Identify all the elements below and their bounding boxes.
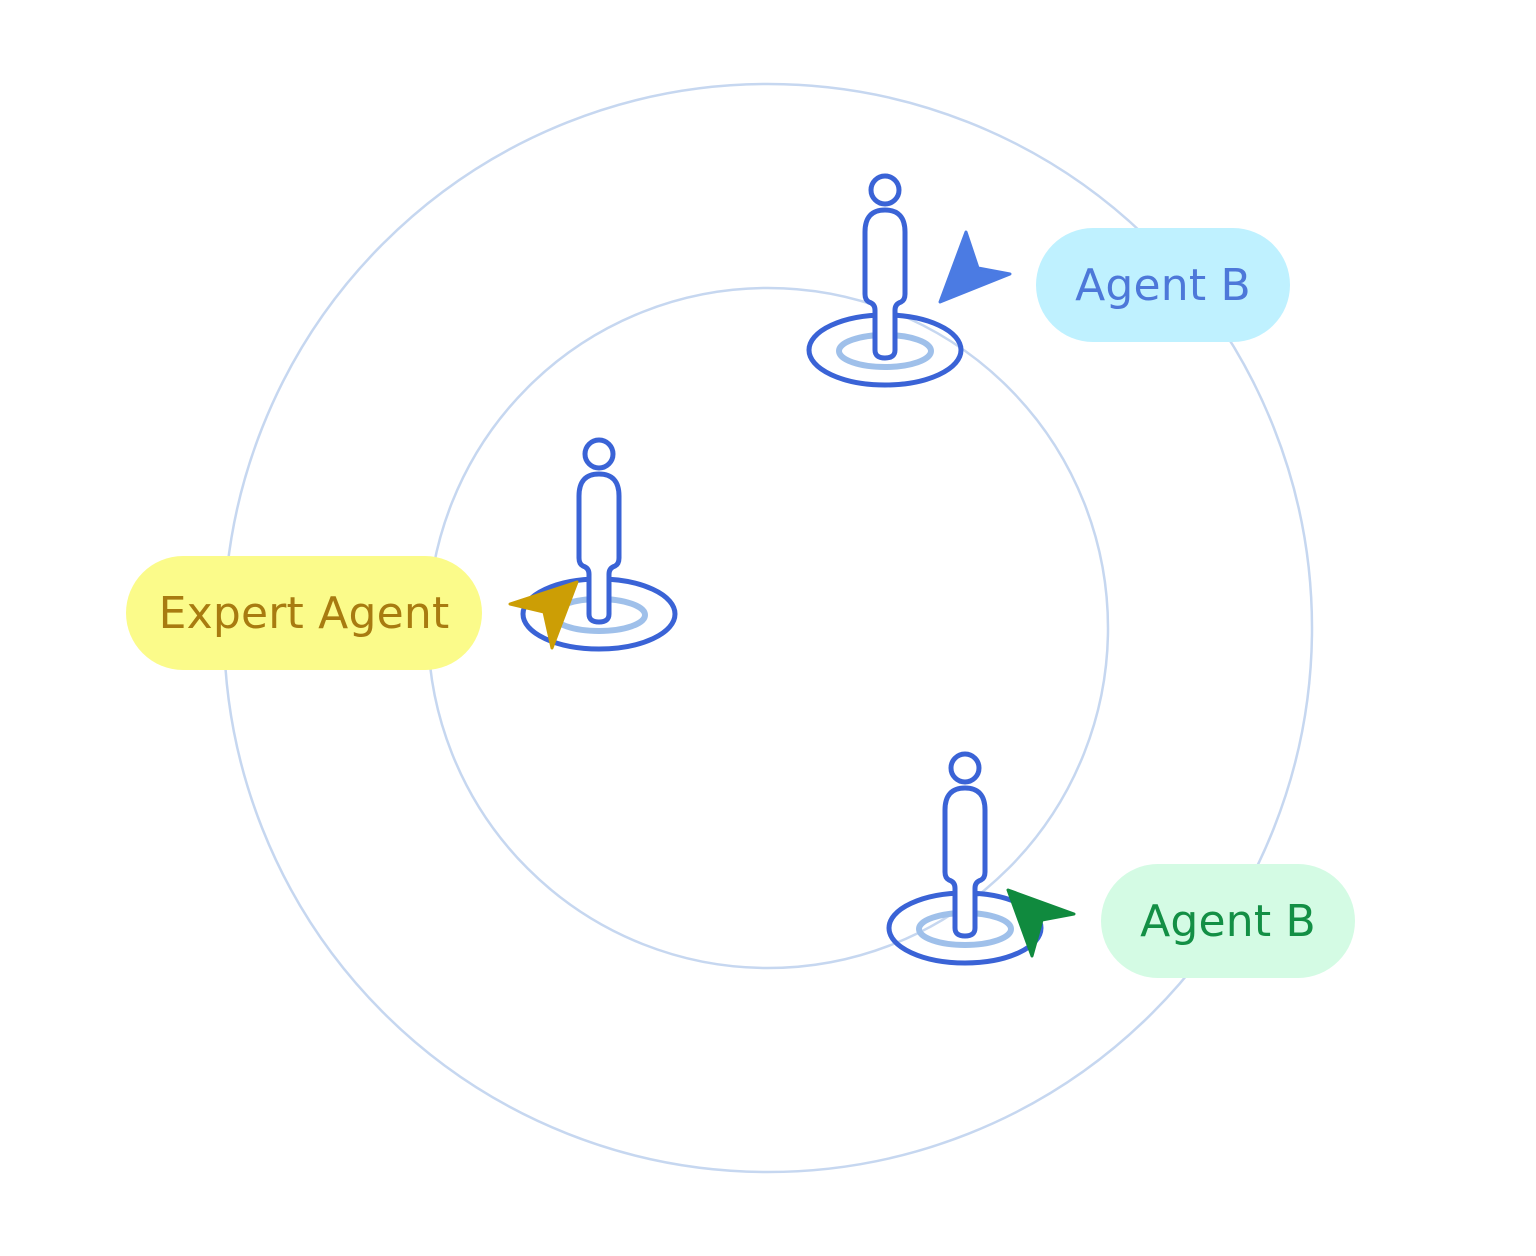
cursor-arrow-icon [508, 580, 579, 650]
expert-agent-label: Expert Agent [126, 556, 482, 670]
agent-b-label-top: Agent B [1036, 228, 1290, 342]
cursor-arrow-icon [1006, 888, 1076, 958]
person-on-target-icon [809, 176, 961, 385]
agent-b-label-bottom: Agent B [1101, 864, 1355, 978]
agent-b-label-text: Agent B [1075, 259, 1251, 311]
expert-agent-label-text: Expert Agent [158, 587, 450, 639]
agent-b-label-text: Agent B [1140, 895, 1316, 947]
cursor-arrow-icon [938, 230, 1012, 304]
